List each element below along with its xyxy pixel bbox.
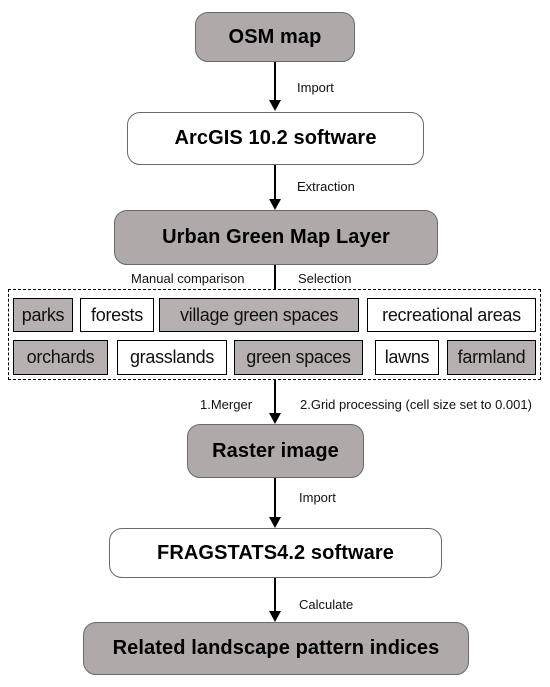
edge-label-grid-processing: 2.Grid processing (cell size set to 0.00… — [300, 397, 532, 412]
arrow-4-head — [269, 413, 281, 424]
category-parks: parks — [13, 298, 73, 332]
edge-label-import-1: Import — [297, 80, 334, 95]
node-osm-map: OSM map — [195, 12, 355, 62]
arrow-4-line — [274, 380, 276, 414]
arrow-2-line — [274, 165, 276, 200]
node-landscape-indices-label: Related landscape pattern indices — [112, 637, 440, 659]
edge-label-calculate: Calculate — [299, 597, 354, 612]
node-arcgis: ArcGIS 10.2 software — [127, 112, 424, 165]
arrow-6-line — [274, 578, 276, 612]
node-fragstats-label: FRAGSTATS4.2 software — [157, 541, 394, 564]
node-fragstats: FRAGSTATS4.2 software — [109, 528, 442, 578]
category-group — [8, 289, 541, 380]
edge-label-selection: Selection — [298, 271, 352, 286]
node-raster-image-label: Raster image — [212, 439, 339, 462]
edge-label-extraction: Extraction — [297, 179, 355, 194]
category-green-spaces: green spaces — [234, 340, 363, 375]
arrow-1-head — [269, 100, 281, 111]
category-farmland: farmland — [447, 340, 536, 375]
node-landscape-indices: Related landscape pattern indices — [83, 622, 469, 675]
node-raster-image: Raster image — [187, 424, 364, 478]
edge-label-manual-comparison: Manual comparison — [131, 271, 245, 286]
arrow-2-head — [269, 199, 281, 210]
edge-label-import-2: Import — [299, 490, 336, 505]
category-orchards: orchards — [13, 340, 108, 375]
category-lawns: lawns — [375, 340, 439, 375]
node-urban-green-layer: Urban Green Map Layer — [114, 210, 438, 265]
arrow-3-line — [274, 265, 276, 289]
category-grasslands: grasslands — [117, 340, 227, 375]
arrow-6-head — [269, 611, 281, 622]
category-forests: forests — [80, 298, 154, 332]
node-osm-map-label: OSM map — [228, 25, 322, 48]
category-recreational-areas: recreational areas — [367, 298, 536, 332]
node-urban-green-layer-label: Urban Green Map Layer — [162, 226, 390, 248]
edge-label-merger: 1.Merger — [200, 397, 253, 412]
arrow-5-head — [269, 517, 281, 528]
node-arcgis-label: ArcGIS 10.2 software — [174, 127, 377, 149]
category-village-green-spaces: village green spaces — [159, 298, 359, 332]
arrow-1-line — [274, 62, 276, 102]
arrow-5-line — [274, 478, 276, 518]
